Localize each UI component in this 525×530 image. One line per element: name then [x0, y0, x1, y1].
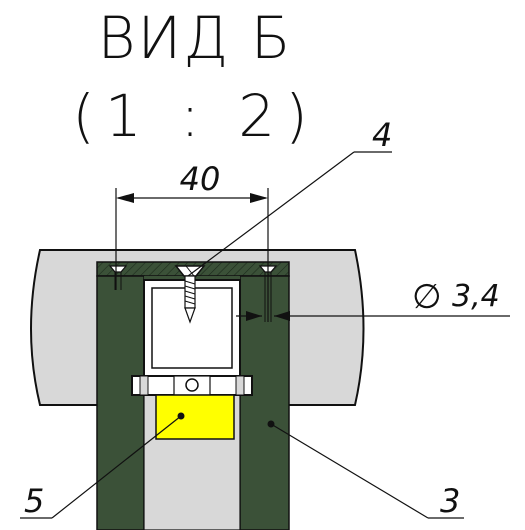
hole-diameter-symbol: ∅: [412, 277, 442, 317]
width-dimension-label: 40: [180, 160, 221, 198]
callout-5-label: 5: [24, 482, 44, 520]
leader-5: [20, 412, 185, 519]
leader-4: [187, 151, 392, 277]
view-scale: (1 : 2): [72, 82, 318, 150]
view-title: ВИД Б: [97, 4, 293, 72]
screw: [174, 265, 206, 324]
hole-diameter-dimension: [236, 311, 510, 321]
left-hole: [108, 265, 128, 290]
hole-diameter-label: 3,4: [452, 279, 500, 314]
yellow-block: [155, 394, 235, 440]
clamp-bar: [131, 375, 253, 396]
callout-3-label: 3: [440, 482, 460, 520]
callout-4-label: 4: [372, 116, 392, 154]
leader-3: [267, 420, 464, 519]
left-green-wall: [96, 275, 145, 530]
width-dimension: [115, 188, 269, 322]
